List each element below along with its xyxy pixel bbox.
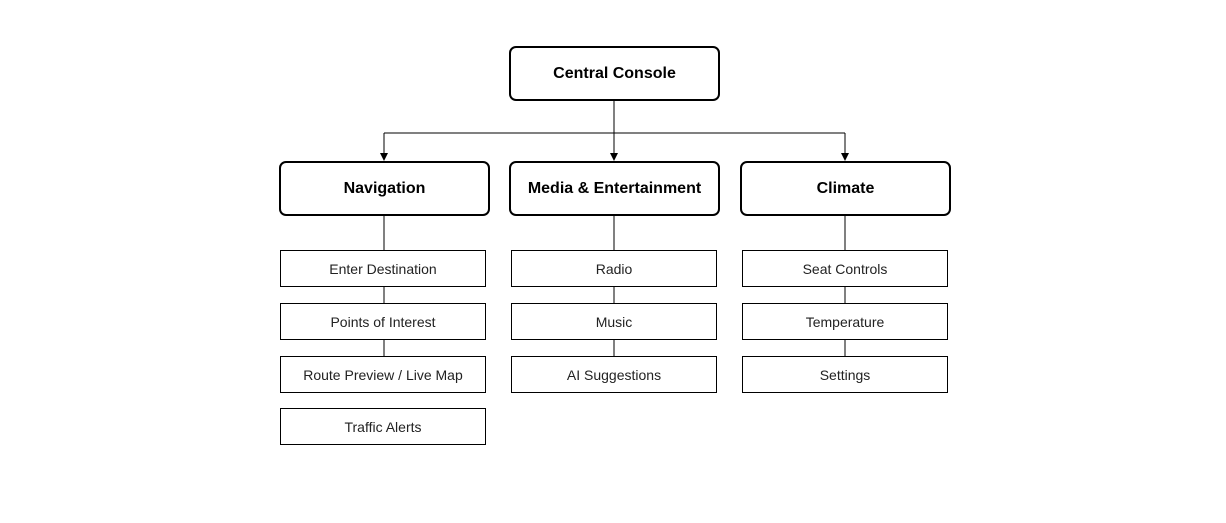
branch-node-navigation[interactable]: Navigation [279,161,490,216]
navigation-item[interactable]: Points of Interest [280,303,486,340]
navigation-item[interactable]: Route Preview / Live Map [280,356,486,393]
media-item[interactable]: Music [511,303,717,340]
item-label: Temperature [805,313,885,330]
item-label: Settings [819,366,871,383]
arrowhead-media [610,153,618,161]
item-label: Route Preview / Live Map [303,366,463,383]
branch-node-label: Navigation [343,179,426,197]
item-label: Radio [595,260,633,277]
branch-node-label: Media & Entertainment [527,179,702,197]
root-node[interactable]: Central Console [509,46,720,101]
climate-item[interactable]: Settings [742,356,948,393]
root-node-label: Central Console [553,64,676,82]
item-label: Seat Controls [802,260,888,277]
climate-item[interactable]: Temperature [742,303,948,340]
arrowhead-navigation [380,153,388,161]
climate-item[interactable]: Seat Controls [742,250,948,287]
item-label: Music [595,313,633,330]
navigation-item[interactable]: Enter Destination [280,250,486,287]
media-item[interactable]: Radio [511,250,717,287]
arrowhead-climate [841,153,849,161]
item-label: Enter Destination [329,260,437,277]
item-label: AI Suggestions [566,366,662,383]
branch-node-label: Climate [816,179,875,197]
item-label: Points of Interest [330,313,436,330]
media-item[interactable]: AI Suggestions [511,356,717,393]
navigation-item[interactable]: Traffic Alerts [280,408,486,445]
item-label: Traffic Alerts [344,418,422,435]
branch-node-media[interactable]: Media & Entertainment [509,161,720,216]
branch-node-climate[interactable]: Climate [740,161,951,216]
